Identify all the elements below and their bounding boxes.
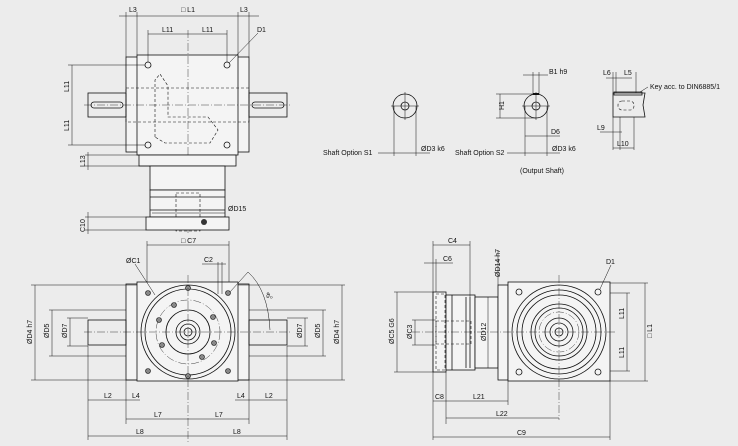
dim-l11-left: L11 <box>162 27 173 34</box>
shaft-end-detail <box>612 92 646 118</box>
dim-d7-right: ØD7 <box>297 324 304 339</box>
dim-d3-s1: ØD3 k6 <box>421 146 445 153</box>
dim-l11-side-bottom: L11 <box>619 347 626 358</box>
mounting-holes-side <box>515 288 602 376</box>
dim-c9: C9 <box>517 430 526 437</box>
front-body <box>136 281 239 382</box>
dim-l1-side: □ L1 <box>647 324 654 338</box>
dim-l9: L9 <box>597 125 605 132</box>
dim-l11-side-top: L11 <box>619 308 626 319</box>
top-view: L3 □ L1 L3 L11 L11 D1 L11 L11 L13 ØD15 C… <box>64 7 291 234</box>
dim-l4-right: L4 <box>237 393 245 400</box>
dim-c1: ØC1 <box>126 258 141 265</box>
dim-c4: C4 <box>448 238 457 245</box>
shaft-option-s1-label: Shaft Option S1 <box>323 150 373 157</box>
dim-c6: C6 <box>443 256 452 263</box>
output-shaft-label: (Output Shaft) <box>520 168 564 175</box>
dim-d4-left: ØD4 h7 <box>27 320 34 344</box>
dim-d5-right: ØD5 <box>315 324 322 339</box>
dim-l13: L13 <box>80 155 87 167</box>
motor-adapter-lower <box>149 189 226 218</box>
dim-l4-left: L4 <box>132 393 140 400</box>
left-shaft-front <box>87 319 127 346</box>
dim-theta: ϑ₀ <box>266 293 273 300</box>
dim-l5: L5 <box>624 70 632 77</box>
dim-l10: L10 <box>617 141 629 148</box>
dim-d5-left: ØD5 <box>44 324 51 339</box>
right-shaft-front <box>248 319 288 346</box>
dim-l8-right: L8 <box>233 429 241 436</box>
dim-d4-right: ØD4 h7 <box>334 320 341 344</box>
clamp-screw-icon <box>201 219 207 225</box>
dim-d15: ØD15 <box>228 206 246 213</box>
adapter-plate <box>138 154 237 167</box>
dim-l1: □ L1 <box>181 7 195 14</box>
dim-d3-s2: ØD3 k6 <box>552 146 576 153</box>
dim-l11-vertical-top: L11 <box>64 81 71 92</box>
dim-c10: C10 <box>80 219 87 232</box>
dim-h1: H1 <box>499 101 506 110</box>
shaft-option-s2-label: Shaft Option S2 <box>455 150 505 157</box>
dim-d1: D1 <box>257 27 266 34</box>
dim-l2-right: L2 <box>265 393 273 400</box>
dim-l3-right: L3 <box>240 7 248 14</box>
dim-d6: D6 <box>551 129 560 136</box>
dim-l2-left: L2 <box>104 393 112 400</box>
motor-flange <box>145 216 230 231</box>
shaft-options: Shaft Option S1 ØD3 k6 Shaft Option S2 Ø… <box>323 69 720 175</box>
dim-l8-left: L8 <box>136 429 144 436</box>
dim-l21: L21 <box>473 394 485 401</box>
dim-l11-vertical-bottom: L11 <box>64 120 71 131</box>
dim-c8: C8 <box>435 394 444 401</box>
dim-c2: C2 <box>204 257 213 264</box>
dim-l11-right: L11 <box>202 27 213 34</box>
flange-bolts <box>145 285 231 379</box>
key-din-label: Key acc. to DIN6885/1 <box>650 84 720 91</box>
hidden-bevel-gear <box>154 73 219 144</box>
dim-d7-left: ØD7 <box>62 324 69 339</box>
dim-l7-right: L7 <box>215 412 223 419</box>
dim-d1-side: D1 <box>606 259 615 266</box>
dim-d12: ØD12 <box>481 323 488 341</box>
dim-c7: □ C7 <box>181 238 196 245</box>
dim-l3-left: L3 <box>129 7 137 14</box>
dim-l6: L6 <box>603 70 611 77</box>
dim-l7-left: L7 <box>154 412 162 419</box>
dim-c5: ØC5 G6 <box>389 318 396 344</box>
dim-b1: B1 h9 <box>549 69 567 76</box>
motor-adapter <box>149 165 226 191</box>
dim-d14: ØD14 h7 <box>495 249 502 277</box>
dim-l22: L22 <box>496 411 508 418</box>
dim-c3: ØC3 <box>407 325 414 340</box>
front-view: □ C7 ØC1 C2 ϑ₀ ØD4 h7 ØD5 ØD7 ØD7 ØD5 ØD… <box>27 238 345 442</box>
side-view: C4 C6 ØD14 h7 D1 ØC5 G6 ØC3 ØD12 L11 L11… <box>389 238 654 440</box>
